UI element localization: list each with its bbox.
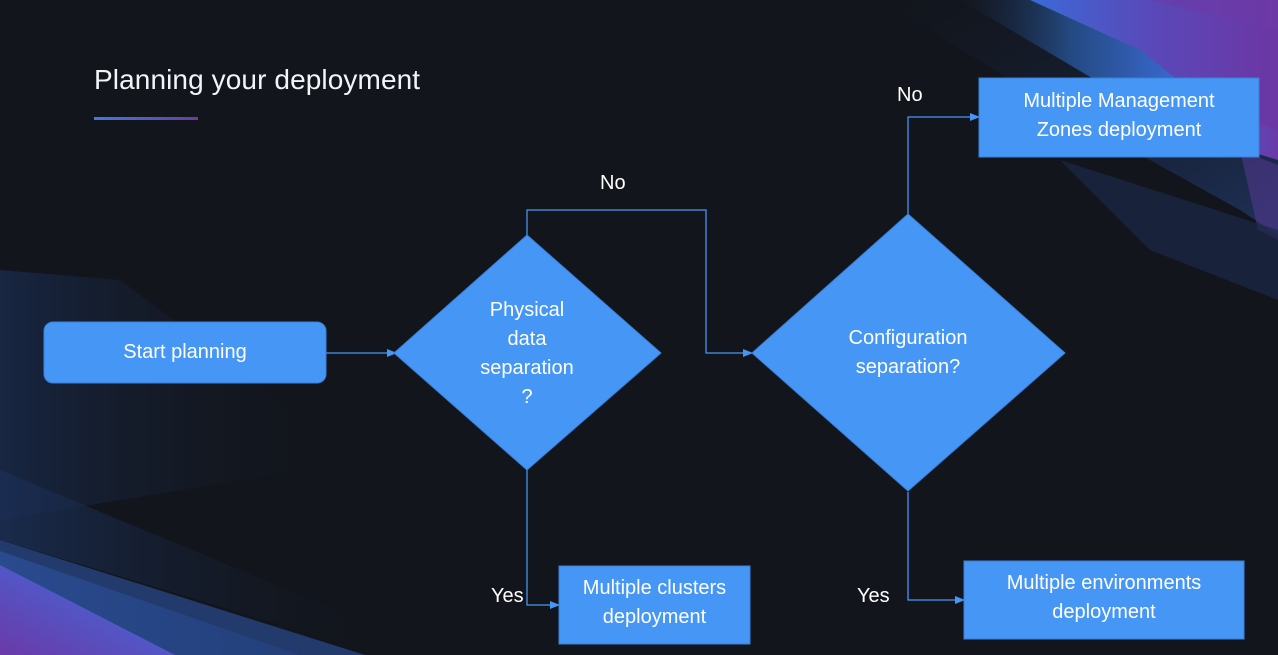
edge-label-config-no: No xyxy=(897,84,923,106)
bg-streak xyxy=(0,565,175,655)
node-physical-data-separation[interactable] xyxy=(393,234,662,471)
connector-physical-yes-to-clusters xyxy=(526,470,560,609)
node-multiple-clusters[interactable] xyxy=(558,565,751,645)
edge-label-physical-yes: Yes xyxy=(491,585,524,607)
node-multiple-management-zones[interactable] xyxy=(978,77,1260,158)
node-multiple-environments[interactable] xyxy=(963,560,1245,640)
page-title: Planning your deployment xyxy=(94,64,421,95)
connector-config-yes-to-envs xyxy=(907,492,965,604)
bg-streak xyxy=(1060,160,1278,300)
edge-label-config-yes: Yes xyxy=(857,585,890,607)
edge-label-physical-no: No xyxy=(600,172,626,194)
bg-streak xyxy=(0,470,420,655)
connector-config-no-to-mz xyxy=(907,113,980,214)
node-configuration-separation[interactable] xyxy=(751,213,1066,492)
title-underline xyxy=(94,117,198,120)
bg-streak xyxy=(1240,150,1278,240)
bg-streak xyxy=(1150,0,1278,30)
node-start-planning[interactable] xyxy=(43,321,327,384)
connector-physical-no-to-config xyxy=(526,209,753,357)
bg-streak xyxy=(0,540,365,655)
